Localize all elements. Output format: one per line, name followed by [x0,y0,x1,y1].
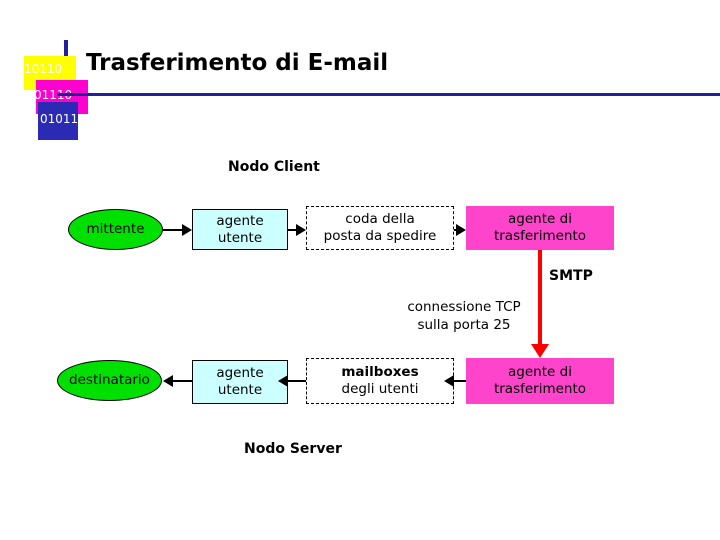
sender-ellipse: mittente [68,209,163,250]
client-transfer-agent-label-line2: trasferimento [493,228,587,244]
server-user-agent-label-line2: utente [217,382,263,398]
arrow-useragent-to-recipient-line [173,380,192,382]
arrow-useragent-to-queue-head [296,224,306,236]
smtp-label: SMTP [549,268,593,284]
mailboxes-label-line1: mailboxes [341,364,419,381]
server-transfer-agent-label-line1: agente di [508,364,572,381]
arrow-transferagent-to-mailboxes-line [454,380,466,382]
server-user-agent-label-line1: agente [216,365,264,382]
client-user-agent-label-line2: utente [217,229,263,246]
client-user-agent-box: agente utente [192,209,288,250]
tcp-connection-note-line1: connessione TCP [407,299,521,315]
mailboxes-label-line2: degli utenti [341,381,419,397]
logo-text-line3: 01011 [40,112,79,126]
logo-text-line2: 01110 [34,88,73,102]
server-transfer-agent-box: agente di trasferimento [466,358,614,404]
recipient-label: destinatario [69,372,150,389]
arrow-sender-to-useragent-head [182,224,192,236]
logo-text-line1: 10110 [24,62,63,76]
arrow-mailboxes-to-useragent-line [288,380,306,382]
client-node-caption: Nodo Client [228,159,320,175]
server-node-caption: Nodo Server [244,441,342,457]
header-rule [57,93,720,96]
client-transfer-agent-box: agente di trasferimento [466,206,614,250]
sender-label: mittente [86,221,145,238]
arrow-sender-to-useragent-line [163,229,182,231]
recipient-ellipse: destinatario [57,360,162,401]
client-transfer-agent-label-line1: agente di [508,211,572,228]
smtp-red-arrow-head [531,344,549,358]
arrow-mailboxes-to-useragent-head [278,375,288,387]
server-transfer-agent-label-line2: trasferimento [493,381,587,397]
logo: 10110 01110 01011 [24,40,90,140]
page-title: Trasferimento di E-mail [86,50,389,76]
tcp-connection-note-line2: sulla porta 25 [417,317,511,334]
arrow-queue-to-transferagent-line [454,229,456,231]
queue-label-line1: coda della [345,211,415,228]
arrow-useragent-to-recipient-head [163,375,173,387]
smtp-red-arrow-line [538,250,542,346]
arrow-transferagent-to-mailboxes-head [444,375,454,387]
queue-label-line2: posta da spedire [323,228,437,244]
server-user-agent-box: agente utente [192,360,288,404]
mailboxes-box: mailboxes degli utenti [306,358,454,404]
arrow-queue-to-transferagent-head [456,224,466,236]
arrow-useragent-to-queue-line [288,229,296,231]
tcp-connection-note: connessione TCP sulla porta 25 [384,298,544,334]
logo-blue-square [38,102,78,140]
outgoing-mail-queue-box: coda della posta da spedire [306,206,454,250]
client-user-agent-label-line1: agente [216,212,264,229]
